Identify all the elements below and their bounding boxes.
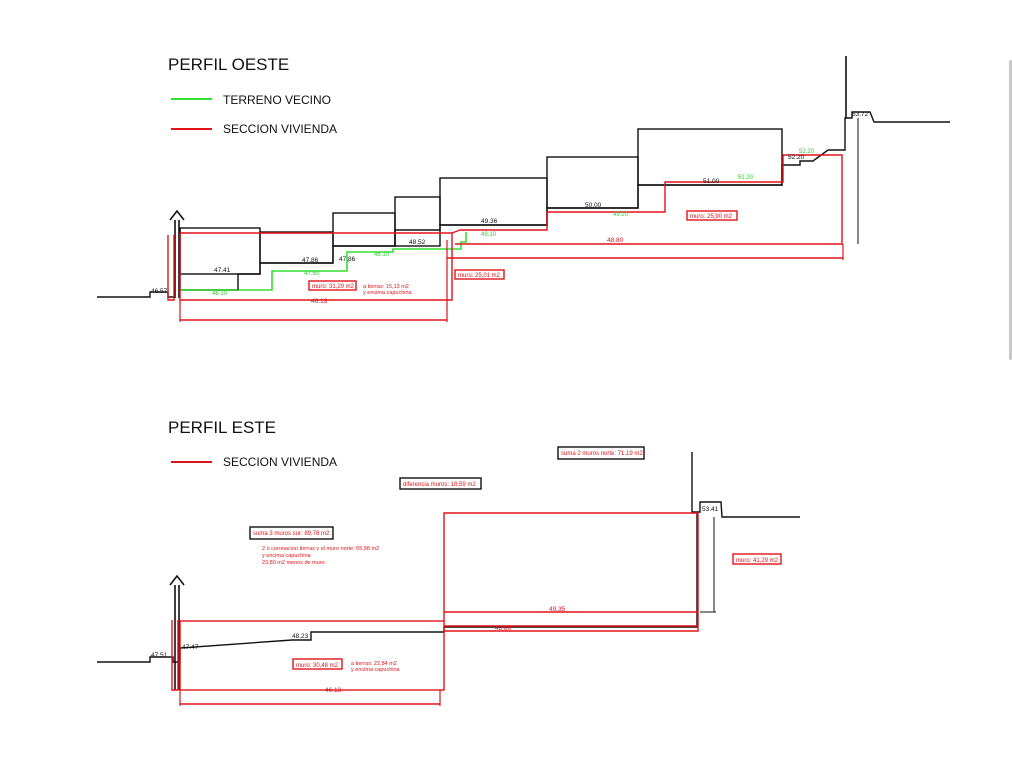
terrain-level-label: 52.20 (799, 149, 815, 155)
note-text: 23,80 m2 menos de muro (262, 560, 325, 566)
terrain-level-label: 48.10 (374, 252, 390, 258)
north-arrow-icon (169, 574, 185, 690)
east-red-wall-left (171, 620, 179, 691)
dimension-label: 46.13 (311, 298, 328, 305)
level-label: 47.51 (151, 652, 168, 659)
legend-label-seccion: SECCION VIVIENDA (223, 122, 337, 136)
note-text: a tierras: 15,13 m2 (363, 284, 409, 290)
wall-area-text: muro: 30,48 m2 (296, 663, 339, 669)
east-title: PERFIL ESTE (168, 418, 276, 437)
level-label: 50.00 (585, 202, 602, 209)
sum-south-box (249, 526, 334, 540)
level-label: 47.47 (182, 644, 199, 651)
west-block-2 (259, 231, 334, 264)
east-right-ground (691, 452, 800, 518)
difference-text: diferencia muros: 18,59 m2 (403, 482, 476, 488)
dimension-label: 46.13 (325, 687, 342, 694)
level-label: 48.23 (292, 633, 309, 640)
west-red-lower-frame (179, 232, 453, 301)
level-label: 47.86 (302, 257, 319, 264)
note-text: 2 o coronacion tierras y el muro norte: … (262, 546, 379, 552)
sum-north-box (557, 446, 645, 460)
west-block-7 (637, 128, 783, 186)
wall-area-box (454, 269, 505, 280)
terrain-level-label: 49.20 (613, 212, 629, 218)
west-title: PERFIL OESTE (168, 55, 289, 74)
note-text: y encima capuchina (363, 290, 413, 296)
east-red-lower-frame (179, 620, 445, 691)
note-text: y encima capuchina (351, 667, 401, 673)
note-text: y encima capuchina (262, 553, 312, 559)
sum-south-text: suma 3 muros sur: 89,78 m2 (253, 531, 330, 537)
wall-area-box (732, 553, 782, 565)
west-red-join (451, 229, 461, 234)
wall-area-box (308, 280, 357, 291)
west-terrain-line (180, 232, 467, 291)
scrollbar[interactable] (1009, 60, 1012, 360)
wall-area-text: muro: 25,01 m2 (458, 273, 501, 279)
terrain-level-label: 47.50 (304, 271, 320, 277)
wall-area-text: muro: 25,90 m2 (690, 214, 733, 220)
wall-area-text: muro: 41,29 m2 (736, 558, 779, 564)
legend-label-seccion: SECCION VIVIENDA (223, 455, 337, 469)
terrain-level-label: 49.10 (481, 232, 497, 238)
level-label: 47.41 (214, 267, 231, 274)
level-label: 53.41 (702, 506, 719, 513)
level-label: 47.86 (339, 256, 356, 263)
level-label: 51.00 (703, 178, 720, 185)
west-red-upper-frame (455, 154, 843, 245)
sum-north-text: suma 2 muros norte: 71,19 m2 (561, 451, 643, 457)
terrain-level-label: 46.10 (212, 291, 228, 297)
level-label: 53.72 (852, 111, 869, 118)
dimension-label: 48.80 (495, 625, 512, 632)
west-profile: PERFIL OESTE TERRENO VECINO SECCION VIVI… (97, 55, 950, 322)
wall-area-text: muro: 31,29 m2 (312, 284, 355, 290)
west-red-wall-left (167, 235, 175, 301)
east-profile: PERFIL ESTE SECCION VIVIENDA suma 2 muro… (97, 418, 800, 706)
level-label: 52.20 (788, 154, 805, 161)
wall-area-box (292, 658, 343, 670)
wall-area-box (686, 210, 738, 221)
terrain-level-label: 51.20 (738, 175, 754, 181)
north-arrow-icon (169, 209, 185, 298)
level-label: 46.57 (151, 288, 168, 295)
ground-line-left (97, 291, 174, 298)
level-label: 49.36 (481, 218, 498, 225)
note-text: a tierras: 22,84 m2 (351, 661, 397, 667)
west-block-3 (332, 212, 396, 247)
dimension-label: 49.35 (549, 606, 566, 613)
west-block-6 (546, 156, 639, 209)
dimension-label: 48.80 (607, 237, 624, 244)
east-red-upper-frame (443, 512, 699, 632)
level-label: 48.52 (409, 239, 426, 246)
difference-box (399, 477, 482, 490)
legend-label-terreno: TERRENO VECINO (223, 93, 331, 107)
